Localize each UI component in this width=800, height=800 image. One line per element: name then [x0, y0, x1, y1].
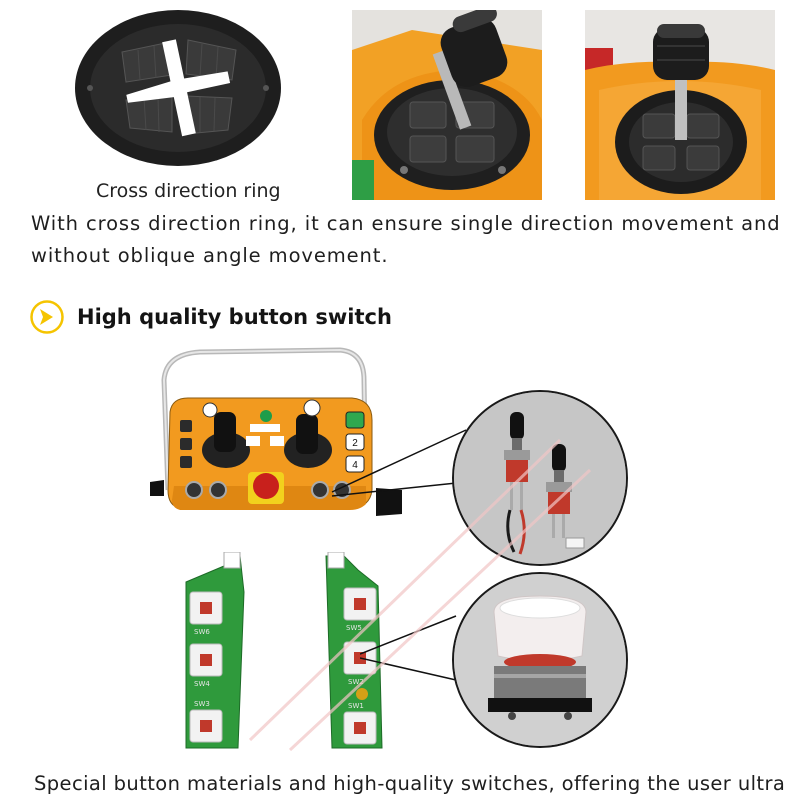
cross-direction-ring-image [60, 0, 290, 180]
ring-description-line-1: With cross direction ring, it can ensure… [31, 212, 781, 235]
toggle-switch-closeup [452, 390, 628, 566]
joystick-with-ring-photo-2 [585, 10, 775, 200]
section-title: High quality button switch [77, 305, 392, 329]
pcb-left-label-1: SW6 [194, 628, 210, 636]
pcb-left-label-3: SW3 [194, 700, 210, 708]
tactile-switch-closeup [452, 572, 628, 748]
chevron-right-circle-icon [30, 300, 64, 334]
callout-lines-remote [331, 429, 467, 497]
callout-lines-pcb [360, 615, 457, 681]
ring-description-line-2: without oblique angle movement. [31, 244, 389, 267]
pcb-board-left: SW6 SW4 SW3 [178, 551, 248, 752]
button-switch-caption: Special button materials and high-qualit… [34, 772, 786, 795]
ring-caption: Cross direction ring [96, 180, 281, 202]
joystick-with-ring-photo-1 [352, 10, 542, 200]
pcb-right-label-3: SW1 [348, 702, 364, 710]
pcb-left-label-2: SW4 [194, 680, 210, 688]
